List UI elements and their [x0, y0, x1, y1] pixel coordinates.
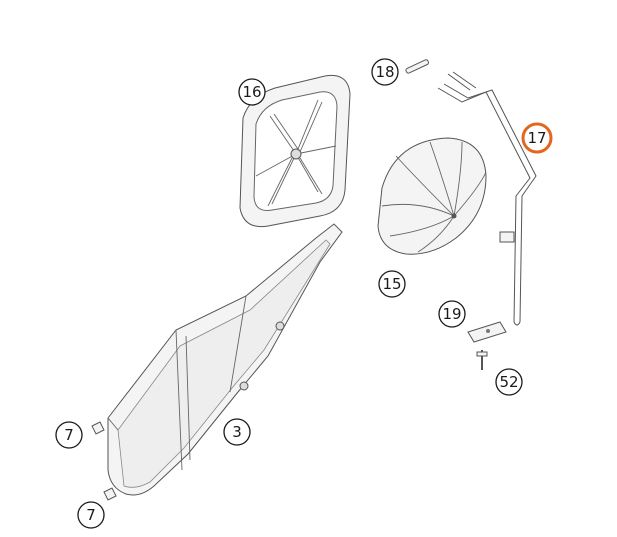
- callout-19[interactable]: 19: [438, 300, 466, 328]
- part-16-filter-frame[interactable]: [239, 74, 351, 228]
- callout-17-label: 17: [527, 129, 546, 147]
- callout-15-label: 15: [382, 275, 401, 293]
- callout-17-highlighted[interactable]: 17: [521, 122, 553, 154]
- callout-16-label: 16: [242, 83, 261, 101]
- callout-18[interactable]: 18: [371, 58, 399, 86]
- part-52-screw[interactable]: [476, 350, 488, 370]
- callout-7-upper-label: 7: [64, 426, 74, 444]
- part-19-clip[interactable]: [467, 321, 507, 343]
- callout-52-label: 52: [499, 373, 518, 391]
- callout-3-label: 3: [232, 423, 242, 441]
- part-7-fastener-a[interactable]: [91, 421, 105, 435]
- part-3-side-cover[interactable]: [107, 223, 343, 496]
- callout-7-upper[interactable]: 7: [55, 421, 83, 449]
- part-18-pin[interactable]: [405, 59, 429, 74]
- callout-3[interactable]: 3: [223, 418, 251, 446]
- part-7-fastener-b[interactable]: [103, 487, 117, 501]
- part-17-rod[interactable]: [437, 71, 537, 326]
- callout-19-label: 19: [442, 305, 461, 323]
- callout-15[interactable]: 15: [378, 270, 406, 298]
- callout-7-lower-label: 7: [86, 506, 96, 524]
- callout-52[interactable]: 52: [495, 368, 523, 396]
- callout-18-label: 18: [375, 63, 394, 81]
- callout-16[interactable]: 16: [238, 78, 266, 106]
- part-15-air-filter[interactable]: [377, 137, 487, 255]
- callout-7-lower[interactable]: 7: [77, 501, 105, 529]
